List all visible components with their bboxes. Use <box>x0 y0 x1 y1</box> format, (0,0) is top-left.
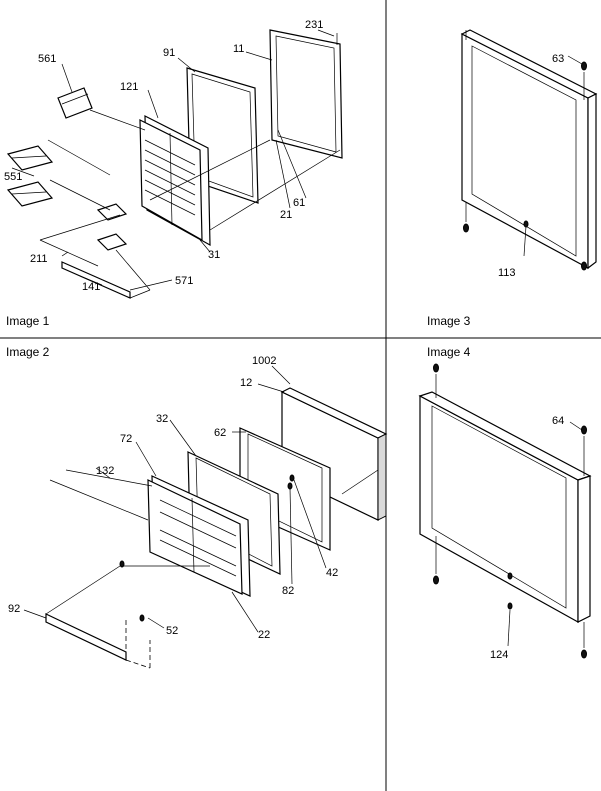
part-freezer-door-frame <box>418 391 592 624</box>
callout-551: 551 <box>4 171 22 183</box>
panel-title: Image 1 <box>6 314 50 328</box>
panel-image-3: Image 3 63 113 <box>427 29 598 328</box>
callout-132: 132 <box>96 465 114 477</box>
part-inner-liner <box>139 115 211 247</box>
screw-icon <box>463 30 587 271</box>
callout-62: 62 <box>214 427 226 439</box>
callout-561: 561 <box>38 53 56 65</box>
part-freezer-handle-trim <box>45 613 127 661</box>
part-freezer-outer-door <box>280 387 388 521</box>
callout-72: 72 <box>120 433 132 445</box>
part-small-bins <box>96 203 128 251</box>
callout-571: 571 <box>175 275 193 287</box>
part-door-bins <box>6 145 54 207</box>
callout-32: 32 <box>156 413 168 425</box>
callout-91: 91 <box>163 47 175 59</box>
screw-icon <box>433 363 587 659</box>
callout-11: 11 <box>233 43 244 55</box>
panel-image-4: Image 4 64 124 <box>418 345 592 661</box>
part-door-frame <box>460 29 598 270</box>
callout-31: 31 <box>208 249 220 261</box>
panel-image-1: Image 1 <box>4 19 343 328</box>
callout-52: 52 <box>166 625 178 637</box>
callout-113: 113 <box>498 267 516 279</box>
callout-42: 42 <box>326 567 338 579</box>
part-outer-door <box>269 29 343 159</box>
callout-21: 21 <box>280 209 292 221</box>
callout-61: 61 <box>293 197 305 209</box>
panel-image-2: Image 2 <box>6 345 388 669</box>
callout-64: 64 <box>552 415 564 427</box>
callout-12: 12 <box>240 377 252 389</box>
callout-141: 141 <box>82 281 100 293</box>
part-dairy-compartment <box>57 87 93 119</box>
callout-121: 121 <box>120 81 138 93</box>
callout-211: 211 <box>30 253 48 265</box>
panel-title: Image 2 <box>6 345 50 359</box>
callout-63: 63 <box>552 53 564 65</box>
callout-92: 92 <box>8 603 20 615</box>
panel-title: Image 4 <box>427 345 471 359</box>
panel-title: Image 3 <box>427 314 471 328</box>
callout-124: 124 <box>490 649 508 661</box>
callout-1002: 1002 <box>252 355 276 367</box>
part-freezer-liner <box>147 475 251 597</box>
callout-82: 82 <box>282 585 294 597</box>
callout-231: 231 <box>305 19 323 31</box>
callout-22: 22 <box>258 629 270 641</box>
